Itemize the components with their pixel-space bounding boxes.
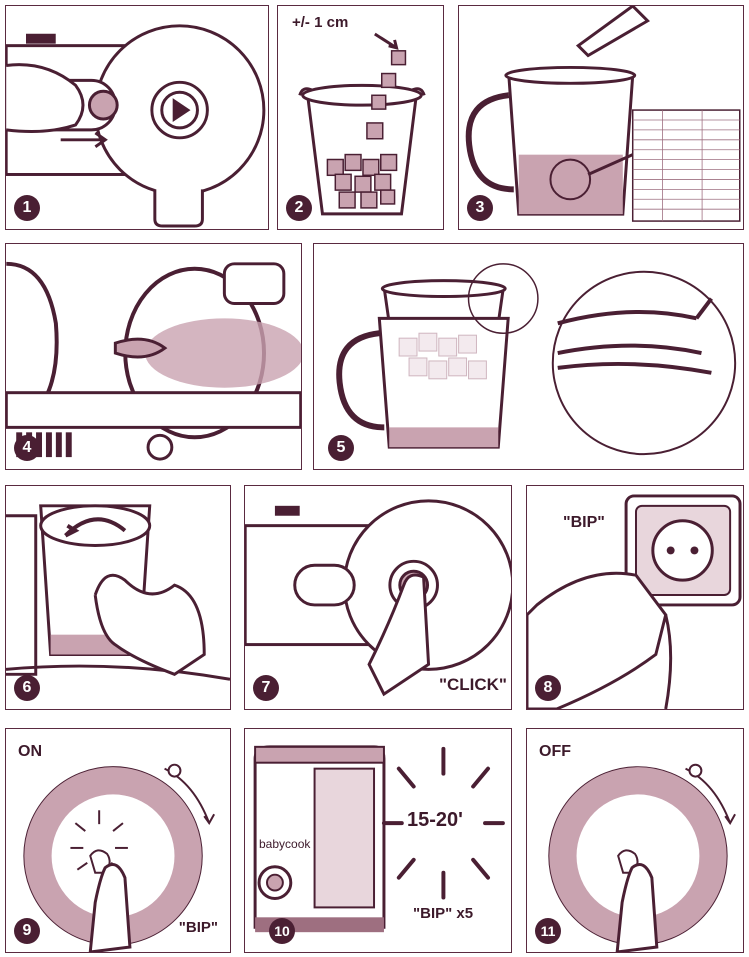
step-1-panel: 1 [5,5,269,230]
step-8-badge: 8 [535,675,561,701]
appliance-button-illustration [6,6,268,229]
step-5-panel: 5 [313,243,744,470]
pouring-water-illustration [6,244,301,469]
on-label: ON [18,743,42,761]
step-4-panel: 4 [5,243,302,470]
step-3-panel: 3 [458,5,744,230]
babycook-brand: babycook [259,837,310,851]
step-11-badge: 11 [535,918,561,944]
step-3-badge: 3 [467,195,493,221]
step-4-badge: 4 [14,435,40,461]
plug-in-illustration [527,486,743,709]
step-6-panel: 6 [5,485,231,710]
bip-label-step-8: "BIP" [563,514,605,532]
step-1-badge: 1 [14,195,40,221]
click-label: "CLICK" [439,675,507,695]
step-11-panel: OFF 11 [526,728,744,953]
step-9-panel: ON "BIP" 9 [5,728,231,953]
off-label: OFF [539,743,571,761]
step-6-badge: 6 [14,675,40,701]
step-10-panel: babycook BEABA 15-20' "BIP" x5 10 [244,728,512,953]
size-label: +/- 1 cm [292,14,348,31]
bip-x5-label: "BIP" x5 [413,905,473,922]
step-7-badge: 7 [253,675,279,701]
step-8-panel: "BIP" 8 [526,485,744,710]
step-5-badge: 5 [328,435,354,461]
water-jug-illustration [459,6,743,229]
step-2-panel: +/- 1 cm 2 [277,5,444,230]
step-7-panel: "CLICK" 7 [244,485,512,710]
cooking-time: 15-20' [407,809,463,832]
step-10-badge: 10 [269,918,295,944]
dial-off-illustration [527,729,743,952]
step-2-badge: 2 [286,195,312,221]
step-9-badge: 9 [14,918,40,944]
assembled-jug-illustration [314,244,743,469]
bip-label-step-9: "BIP" [179,919,218,936]
rotate-lid-illustration [6,486,230,709]
